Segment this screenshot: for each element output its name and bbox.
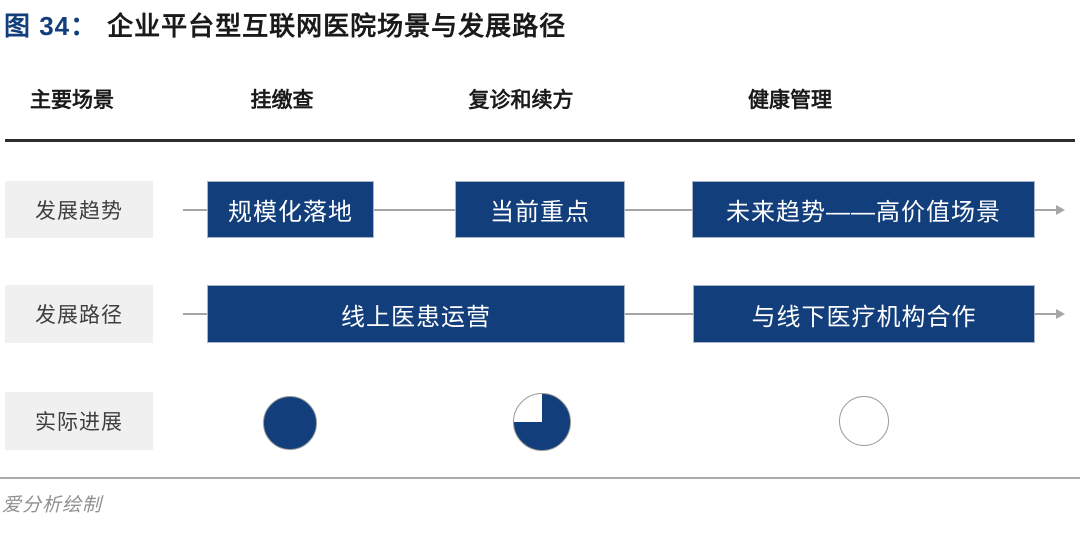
arrow-right-icon bbox=[1056, 309, 1065, 319]
figure-title-text: 企业平台型互联网医院场景与发展路径 bbox=[107, 11, 567, 41]
column-header-main-scenes: 主要场景 bbox=[30, 89, 114, 112]
trend-box-current-focus: 当前重点 bbox=[455, 181, 625, 238]
path-box-online-operation: 线上医患运营 bbox=[207, 285, 625, 343]
connector-line bbox=[625, 313, 693, 315]
connector-line bbox=[374, 209, 455, 211]
row-label-path: 发展路径 bbox=[5, 285, 153, 343]
row-label-trend: 发展趋势 bbox=[5, 181, 153, 238]
figure-number: 图 34： bbox=[4, 11, 98, 41]
connector-line bbox=[1035, 209, 1057, 211]
connector-line bbox=[1035, 313, 1057, 315]
header-divider bbox=[5, 139, 1075, 142]
progress-circle-empty bbox=[839, 396, 889, 446]
connector-line bbox=[625, 209, 692, 211]
column-header-registration: 挂缴查 bbox=[250, 89, 314, 112]
progress-circle-full bbox=[263, 396, 317, 450]
progress-circle-three-quarters bbox=[513, 393, 571, 451]
source-credit: 爱分析绘制 bbox=[2, 495, 103, 516]
column-header-health-mgmt: 健康管理 bbox=[748, 89, 832, 112]
connector-line bbox=[183, 313, 207, 315]
arrow-right-icon bbox=[1056, 205, 1065, 215]
column-header-followup: 复诊和续方 bbox=[468, 89, 574, 112]
trend-box-future-trend: 未来趋势——高价值场景 bbox=[692, 181, 1035, 238]
footer-divider bbox=[0, 477, 1080, 479]
path-box-offline-cooperation: 与线下医疗机构合作 bbox=[693, 285, 1035, 343]
connector-line bbox=[183, 209, 207, 211]
trend-box-scale-landing: 规模化落地 bbox=[207, 181, 374, 238]
figure-title: 图 34： 企业平台型互联网医院场景与发展路径 bbox=[4, 6, 566, 43]
row-label-progress: 实际进展 bbox=[5, 392, 153, 450]
